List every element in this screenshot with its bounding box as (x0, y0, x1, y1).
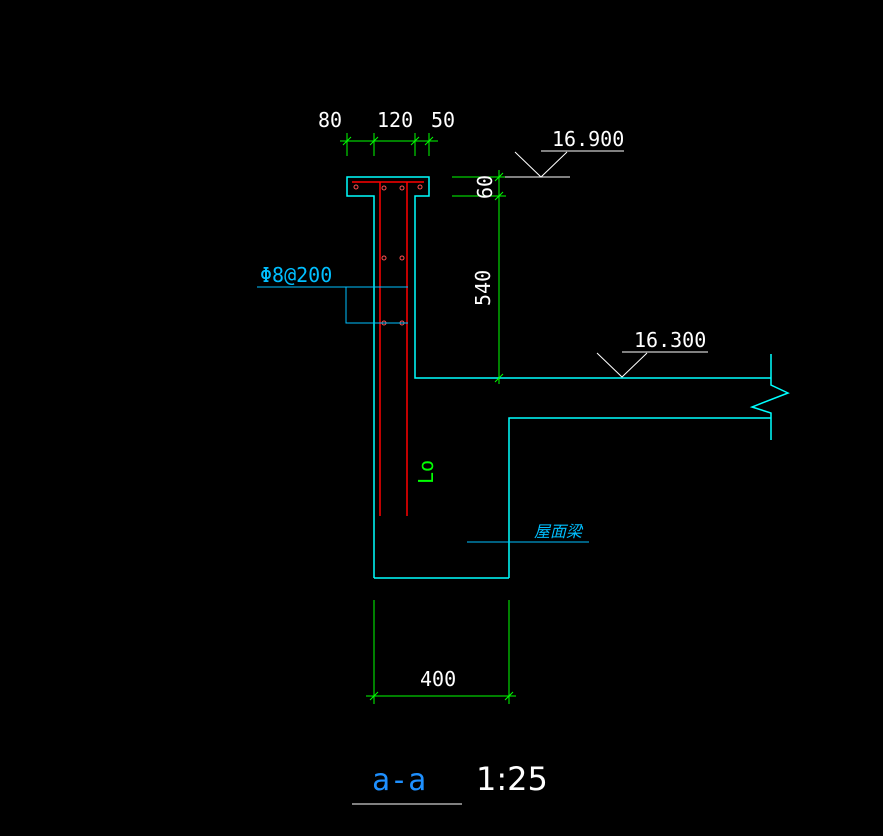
dim-50: 50 (431, 108, 455, 132)
dim-400: 400 (420, 667, 456, 691)
rebar (352, 181, 424, 516)
top-dimension-line (340, 133, 438, 156)
roof-beam-label: 屋面梁 (534, 522, 584, 541)
vertical-dimension-line (452, 170, 506, 384)
anchor-length-label: Lo (414, 460, 438, 484)
section-title: a-a (372, 763, 426, 798)
section-scale: 1:25 (476, 760, 548, 798)
elevation-marker-lower (596, 351, 708, 378)
dim-120: 120 (377, 108, 413, 132)
dim-540: 540 (471, 270, 495, 306)
dim-60: 60 (473, 175, 497, 199)
dim-80: 80 (318, 108, 342, 132)
rebar-dots (353, 184, 423, 326)
bottom-dimension-line (366, 600, 516, 704)
elevation-marker-upper (505, 150, 624, 178)
concrete-outline (346, 176, 790, 579)
rebar-spec-label: Φ8@200 (260, 263, 332, 287)
elevation-lower: 16.300 (634, 328, 706, 352)
elevation-upper: 16.900 (552, 127, 624, 151)
rebar-spec-leader (257, 286, 408, 324)
